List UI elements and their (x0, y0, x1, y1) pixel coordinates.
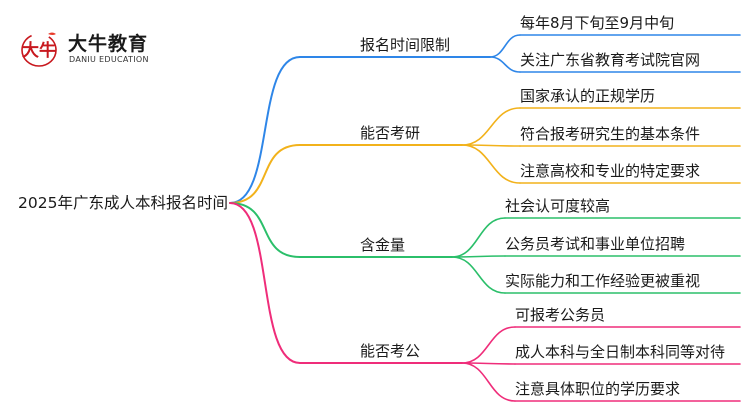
leaf-edge (461, 362, 516, 402)
leaf-edge (489, 56, 521, 73)
leaf-label: 每年8月下旬至9月中旬 (520, 14, 675, 32)
branch-label: 报名时间限制 (360, 36, 451, 54)
leaf-label: 国家承认的正规学历 (520, 87, 656, 105)
leaf-edge (461, 144, 521, 184)
root-topic: 2025年广东成人本科报名时间 (18, 194, 228, 212)
leaf-edge (451, 217, 506, 258)
leaf-label: 注意高校和专业的特定要求 (520, 162, 701, 180)
logo-subtitle: DANIU EDUCATION (69, 55, 149, 64)
brand-logo: 大牛 大牛教育 DANIU EDUCATION (18, 24, 178, 74)
leaf-label: 公务员考试和事业单位招聘 (505, 235, 686, 253)
branch-edge (229, 144, 301, 204)
leaf-label: 注意具体职位的学历要求 (515, 380, 681, 398)
leaf-edge (461, 326, 516, 364)
branch-label: 含金量 (360, 236, 406, 254)
leaf-edge (451, 256, 506, 294)
logo-name: 大牛教育 (68, 33, 149, 55)
leaf-label: 成人本科与全日制本科同等对待 (515, 343, 726, 361)
leaf-label: 可报考公务员 (515, 306, 606, 324)
logo-mark-text: 大牛 (22, 40, 56, 61)
branch-edge (229, 202, 301, 364)
branch-edge (229, 202, 301, 258)
branch-edge (229, 56, 301, 204)
leaf-label: 关注广东省教育考试院官网 (520, 51, 701, 69)
branch-label: 能否考研 (360, 124, 421, 142)
daniu-logo-icon: 大牛 (21, 32, 57, 67)
leaf-label: 实际能力和工作经验更被重视 (505, 272, 701, 290)
leaf-label: 社会认可度较高 (505, 197, 611, 215)
branch-label: 能否考公 (360, 342, 421, 360)
leaf-label: 符合报考研究生的基本条件 (520, 125, 701, 143)
leaf-edge (461, 107, 521, 146)
leaf-edge (489, 34, 521, 58)
